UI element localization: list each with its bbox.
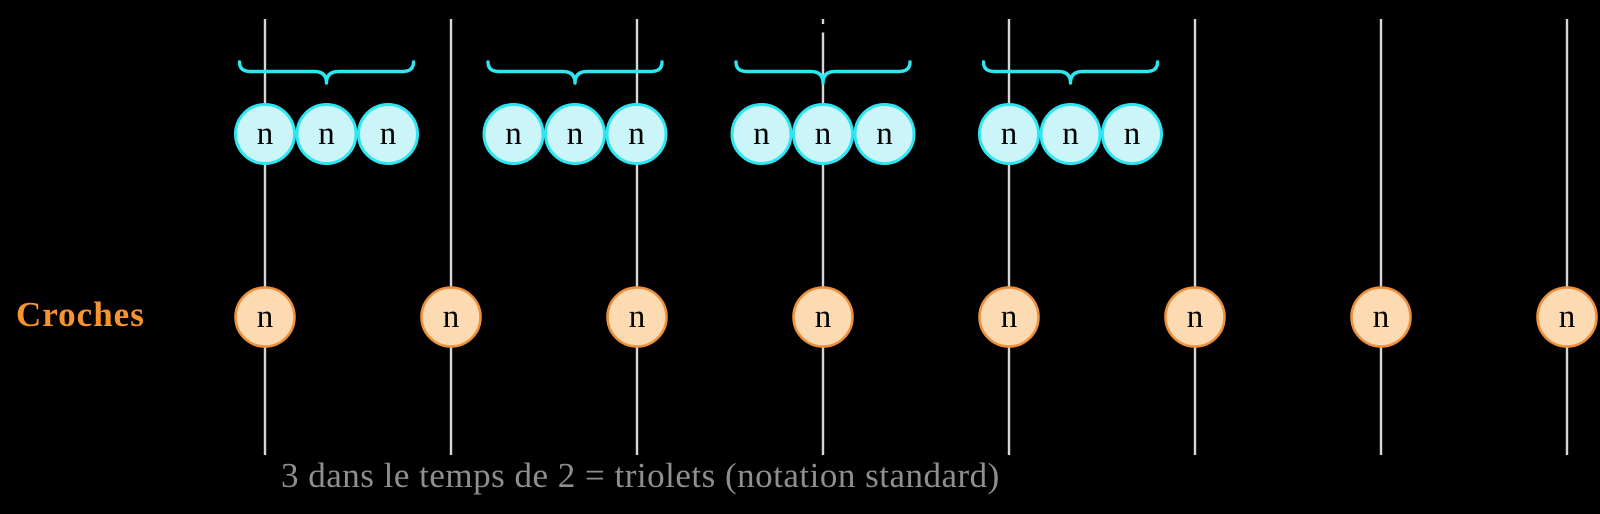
triplet-note-label: n (628, 116, 645, 152)
croche-note (978, 286, 1040, 348)
triplet-brace (486, 60, 664, 85)
triplet-note (1101, 103, 1163, 165)
croche-note (792, 286, 854, 348)
croche-note-label: n (1373, 299, 1390, 335)
triplet-note-label: n (380, 116, 397, 152)
croche-note-label: n (1187, 299, 1204, 335)
triplet-note (234, 103, 296, 165)
caption: 3 dans le temps de 2 = triolets (notatio… (281, 456, 1000, 495)
croche-note (606, 286, 668, 348)
triplet-note (792, 103, 854, 165)
triplet-note-label: n (505, 116, 522, 152)
triplet-brace (237, 60, 416, 85)
row-label-croches: Croches (16, 295, 145, 334)
triplet-note-label: n (318, 116, 335, 152)
croche-note-label: n (1001, 299, 1018, 335)
triplet-note-label: n (567, 116, 584, 152)
triplet-note (730, 103, 793, 165)
triplet-note-label: n (1062, 116, 1079, 152)
triplet-note-label: n (876, 116, 893, 152)
triplet-note-label: n (815, 116, 832, 152)
triplet-note-label: n (1001, 116, 1018, 152)
croche-note-label: n (257, 299, 274, 335)
triplet-brace (734, 60, 912, 85)
triplet-note-label: n (753, 116, 770, 152)
croche-note (1536, 286, 1598, 348)
croche-note (1350, 286, 1412, 348)
triplet-note (357, 103, 419, 165)
croche-note-label: n (1559, 299, 1576, 335)
triplet-note (853, 103, 916, 165)
triplet-brace (981, 60, 1160, 85)
triplet-note (605, 103, 668, 165)
triplet-note-label: n (1124, 116, 1141, 152)
croche-note-label: n (629, 299, 646, 335)
triplet-note (1039, 103, 1102, 165)
triplet-note (978, 103, 1040, 165)
croche-note-label: n (443, 299, 460, 335)
triplet-note (295, 103, 358, 165)
croche-note (234, 286, 296, 348)
triplet-note (544, 103, 606, 165)
croche-note-label: n (815, 299, 832, 335)
croche-note (420, 286, 482, 348)
triplet-note (482, 103, 545, 165)
croche-note (1164, 286, 1226, 348)
triplet-note-label: n (257, 116, 274, 152)
